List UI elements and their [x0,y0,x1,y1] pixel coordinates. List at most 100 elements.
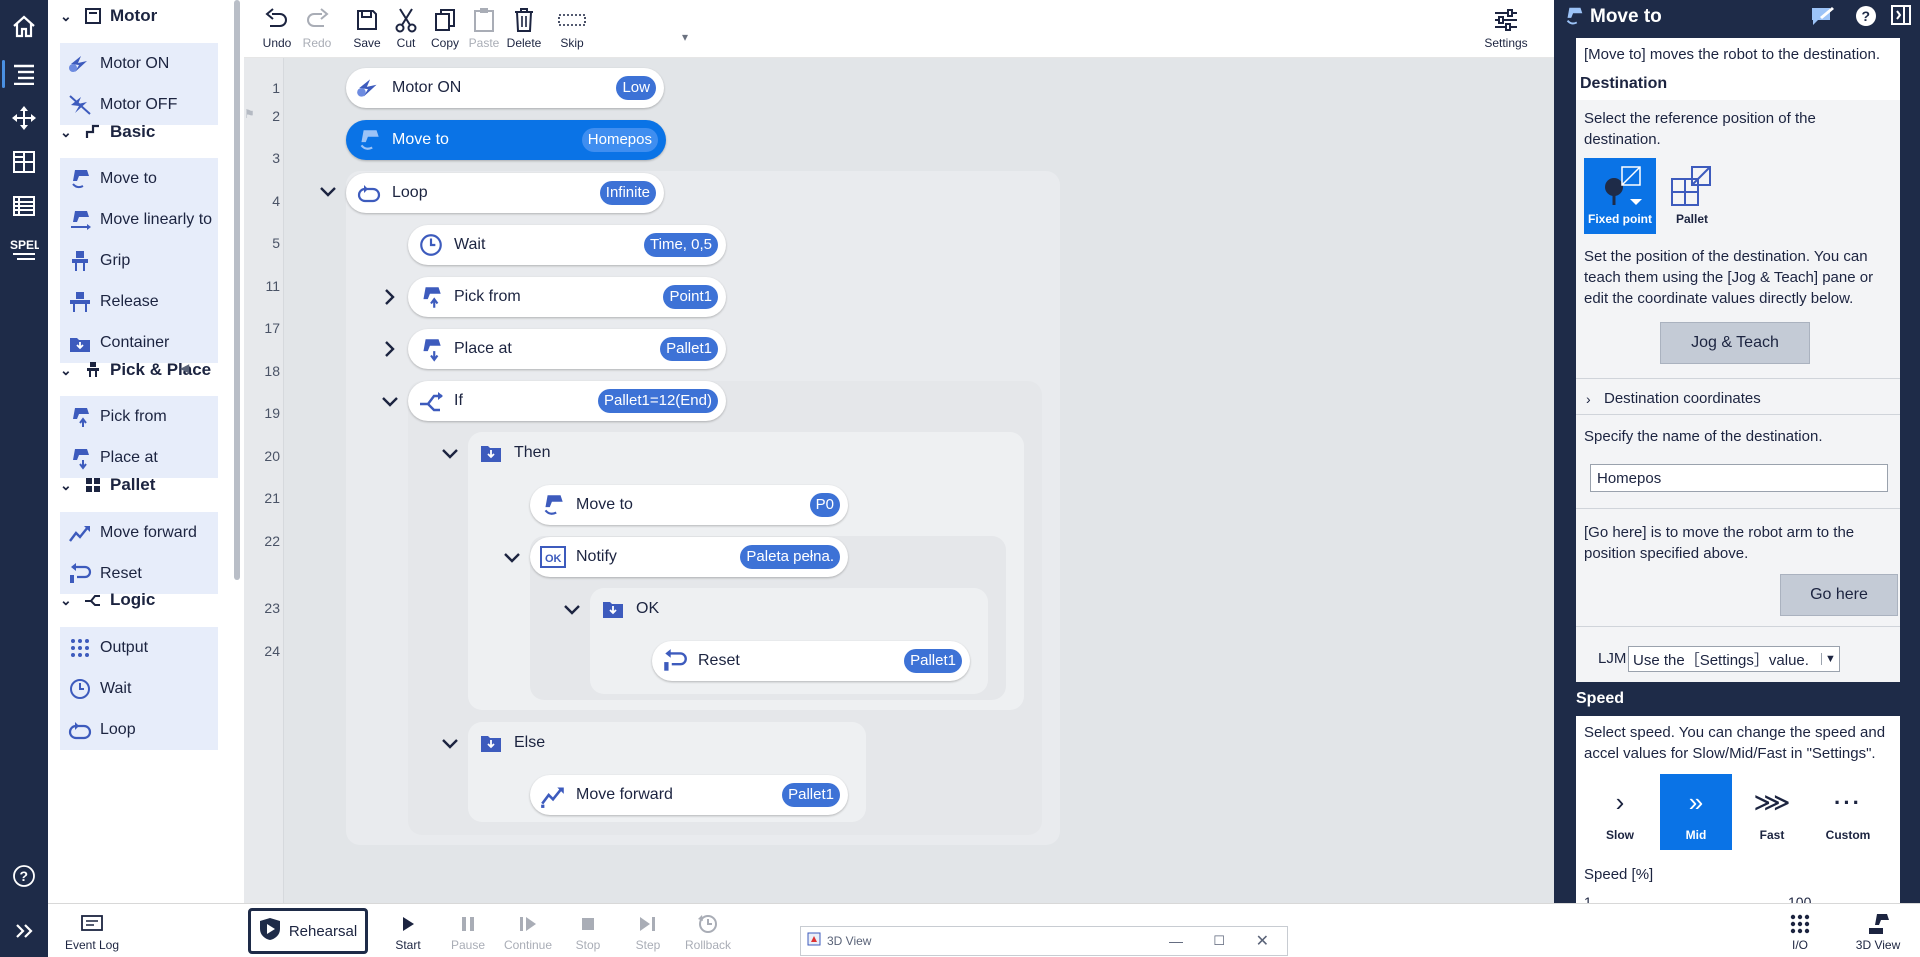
palette-item-release[interactable]: Release [60,281,218,322]
palette-item-motor-on[interactable]: Motor ON [60,43,218,84]
expand-chevron-icon[interactable] [378,337,402,361]
undo-button[interactable]: Undo [251,4,303,56]
toolbar-more-icon[interactable]: ▾ [682,30,689,44]
block-place-at[interactable]: Place at Pallet1 [408,329,726,369]
palette-item-wait[interactable]: Wait [60,668,218,709]
bottom-bar: Event Log Rehearsal Start Pause Continue… [48,903,1920,957]
speed-custom-option[interactable]: ···Custom [1825,790,1871,842]
stop-button[interactable]: Stop [558,910,618,952]
palette-item-pick-from[interactable]: Pick from [60,396,218,437]
home-icon[interactable] [0,0,48,52]
close-icon[interactable]: ✕ [1255,933,1269,950]
speed-fast-option[interactable]: ⋙Fast [1753,787,1791,842]
help-icon[interactable]: ? [0,850,48,902]
maximize-icon[interactable]: ☐ [1213,933,1225,948]
block-else[interactable]: Else [468,723,668,763]
block-wait[interactable]: Wait Time, 0,5 [408,225,726,265]
close-panel-icon[interactable] [1890,4,1912,31]
palette-item-loop[interactable]: Loop [60,709,218,750]
line-number: 2 [272,108,280,124]
go-here-button[interactable]: Go here [1780,574,1898,616]
pause-button[interactable]: Pause [438,910,498,952]
jog-teach-button[interactable]: Jog & Teach [1660,322,1810,364]
block-motor-on[interactable]: Motor ON Low [346,68,664,108]
collapse-chevron-icon[interactable] [500,546,524,570]
collapse-chevron-icon[interactable] [438,732,462,756]
fixed-point-option[interactable]: Fixed point [1584,158,1656,234]
palette-item-place-at[interactable]: Place at [60,437,218,478]
io-button[interactable]: I/O [1770,910,1830,952]
delete-button[interactable]: Delete [498,4,550,56]
spel-icon[interactable]: SPEL [0,224,48,276]
step-button[interactable]: Step [618,910,678,952]
event-log-button[interactable]: Event Log [62,910,122,952]
block-loop[interactable]: Loop Infinite [346,173,664,213]
collapse-chevron-icon[interactable] [378,390,402,414]
chevron-down-icon: ⌄ [60,476,72,493]
palette-item-move-linearly-to[interactable]: Move linearly to [60,199,218,240]
program-icon[interactable] [0,48,48,100]
settings-button[interactable]: Settings [1478,4,1534,56]
play-icon [400,910,416,938]
chevron-down-icon: ▼ [1821,653,1839,665]
copy-button[interactable]: Copy [419,4,471,56]
destination-name-input[interactable] [1590,464,1888,492]
save-button[interactable]: Save [341,4,393,56]
speed-mid-option[interactable]: »Mid [1660,774,1732,850]
minimize-icon[interactable]: — [1169,933,1183,949]
block-reset[interactable]: Reset Pallet1 [652,641,970,681]
block-pick-from[interactable]: Pick from Point1 [408,277,726,317]
expand-icon[interactable] [0,905,48,957]
palette-item-container[interactable]: Container [60,322,218,363]
paste-button[interactable]: Paste [458,4,510,56]
block-notify[interactable]: OK Notify Paleta pełna. [530,537,848,577]
block-then[interactable]: Then [468,433,668,473]
3d-view-button[interactable]: 3D View [1846,910,1910,952]
reset-icon [652,648,698,674]
block-move-to[interactable]: Move to P0 [530,485,848,525]
palette-item-motor-off[interactable]: Motor OFF [60,84,218,125]
collapse-chevron-icon[interactable] [560,598,584,622]
cut-button[interactable]: Cut [380,4,432,56]
rollback-button[interactable]: Rollback [678,910,738,952]
layout-icon[interactable] [0,136,48,188]
palette-category-motor[interactable]: ⌄ Motor [60,6,158,25]
ljm-select[interactable]: Use the［Settings］value. ▼ [1628,646,1840,672]
help-icon[interactable]: ? [1854,4,1878,33]
palette-category-pick-place[interactable]: ⌄ Pick & Place [60,360,212,379]
list-icon[interactable] [0,180,48,232]
block-move-forward[interactable]: Move forward Pallet1 [530,775,848,815]
properties-panel: Move to ? [Move to] moves the robot to t… [1554,0,1920,910]
palette-item-grip[interactable]: Grip [60,240,218,281]
palette-item-output[interactable]: Output [60,627,218,668]
collapse-chevron-icon[interactable] [438,442,462,466]
jog-icon[interactable] [0,92,48,144]
trash-icon [513,4,535,36]
block-ok[interactable]: OK [590,589,790,629]
palette-item-reset[interactable]: Reset [60,553,218,594]
rehearsal-button[interactable]: Rehearsal [248,908,368,954]
block-move-to-selected[interactable]: Move to Homepos [346,120,666,160]
continue-button[interactable]: Continue [498,910,558,952]
3d-view-window[interactable]: 3D View — ☐ ✕ [800,926,1288,956]
palette-item-move-to[interactable]: Move to [60,158,218,199]
breakpoint-flag-icon[interactable]: ⚑ [244,107,255,121]
feedback-icon[interactable] [1810,4,1836,33]
expand-chevron-icon[interactable] [378,285,402,309]
redo-button[interactable]: Redo [291,4,343,56]
palette-category-basic[interactable]: ⌄ Basic [60,122,156,141]
collapse-chevron-icon[interactable] [316,180,340,204]
palette-item-move-forward[interactable]: Move forward [60,512,218,553]
collapse-palette-icon[interactable]: ◀ [180,361,190,375]
palette-scrollbar[interactable] [234,0,240,580]
start-button[interactable]: Start [378,910,438,952]
skip-button[interactable]: Skip [546,4,598,56]
move-to-icon [346,127,392,153]
loop-icon [60,718,100,742]
palette-category-logic[interactable]: ⌄ Logic [60,590,156,609]
block-if[interactable]: If Pallet1=12(End) [408,381,726,421]
speed-slow-option[interactable]: ›Slow [1605,787,1634,842]
pallet-option[interactable]: Pallet [1656,158,1728,234]
palette-category-pallet[interactable]: ⌄ Pallet [60,475,156,494]
destination-coordinates-toggle[interactable]: › Destination coordinates [1586,390,1761,407]
